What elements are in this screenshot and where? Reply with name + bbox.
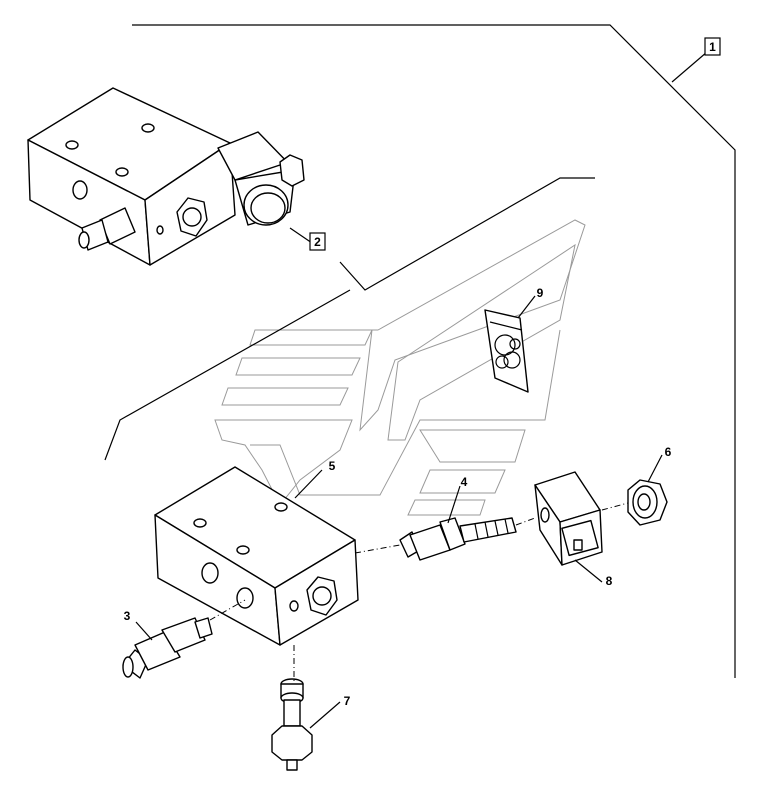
assembly-bracket-1 <box>132 24 736 678</box>
callout-6: 6 <box>665 445 672 459</box>
callout-7: 7 <box>344 694 351 708</box>
solenoid-coil <box>534 471 603 566</box>
check-valve <box>271 678 313 771</box>
leader-lines <box>135 295 663 729</box>
assembly-centerlines <box>209 502 629 682</box>
solenoid-cartridge <box>399 517 517 561</box>
assembled-valve-block <box>27 87 305 266</box>
callout-1: 1 <box>704 37 721 56</box>
callout-4: 4 <box>461 475 468 489</box>
watermark-logo <box>214 219 586 516</box>
assembly-bracket-2 <box>104 177 595 461</box>
svg-text:1: 1 <box>709 40 716 54</box>
callout-8: 8 <box>606 574 613 588</box>
callout-5: 5 <box>329 459 336 473</box>
coil-nut <box>627 479 668 526</box>
valve-block-body <box>154 466 359 646</box>
callout-2: 2 <box>309 232 326 251</box>
callout-3: 3 <box>124 609 131 623</box>
relief-valve <box>122 617 213 679</box>
seal-kit-packet <box>484 309 529 393</box>
callout-9: 9 <box>537 286 544 300</box>
svg-text:2: 2 <box>314 235 321 249</box>
